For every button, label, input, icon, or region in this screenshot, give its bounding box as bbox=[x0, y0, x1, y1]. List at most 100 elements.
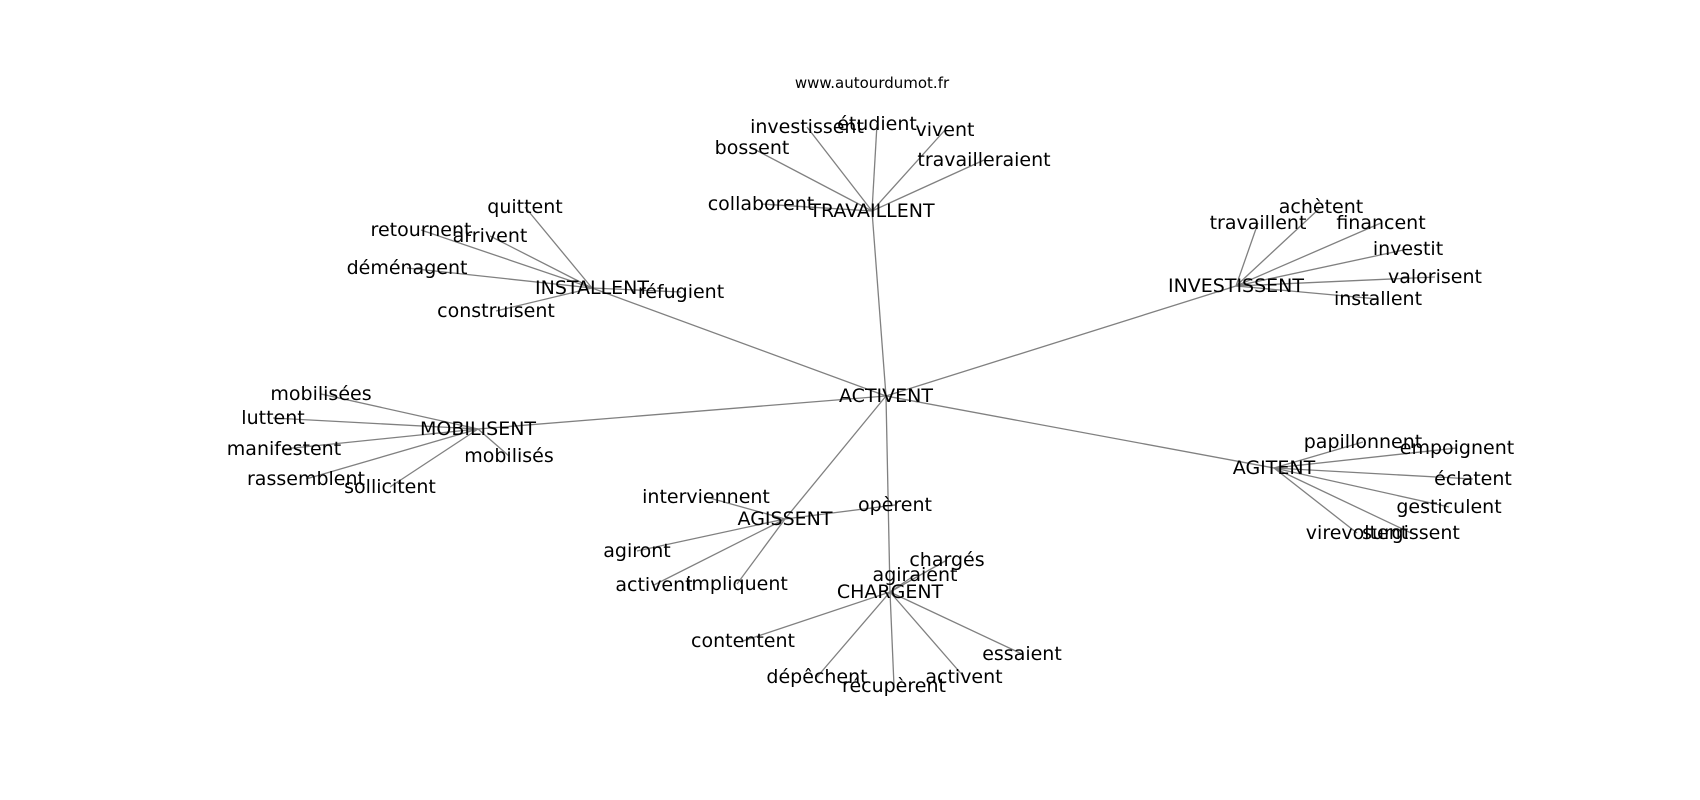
center-node: ACTIVENT bbox=[839, 385, 933, 407]
leaf-node: construisent bbox=[437, 300, 555, 322]
edge-hub-to-leaf bbox=[1235, 276, 1436, 287]
edge-hub-to-leaf bbox=[871, 129, 946, 212]
leaf-node: virevoltent bbox=[1306, 522, 1408, 544]
leaf-node: contentent bbox=[691, 630, 795, 652]
edge-hub-to-leaf bbox=[406, 267, 593, 289]
edge-hub-to-leaf bbox=[889, 591, 895, 687]
hub-node: INSTALLENT bbox=[535, 277, 649, 299]
leaf-node: travaillent bbox=[1210, 212, 1307, 234]
hub-node: AGISSENT bbox=[738, 508, 833, 530]
edge-hub-to-leaf bbox=[1235, 285, 1379, 300]
leaf-node: déménagent bbox=[347, 257, 468, 279]
edge-center-to-hub bbox=[871, 210, 887, 397]
edge-hub-to-leaf bbox=[784, 504, 896, 520]
leaf-node: rassemblent bbox=[247, 468, 365, 490]
watermark-text: www.autourdumot.fr bbox=[795, 74, 950, 92]
edge-hub-to-leaf bbox=[751, 147, 873, 212]
hub-node: CHARGENT bbox=[837, 581, 944, 603]
edge-hub-to-leaf bbox=[1273, 467, 1412, 534]
edge-hub-to-leaf bbox=[1235, 206, 1322, 287]
edge-hub-to-leaf bbox=[1235, 222, 1382, 287]
leaf-node: activent bbox=[925, 666, 1002, 688]
edge-hub-to-leaf bbox=[591, 287, 682, 293]
leaf-node: agiraient bbox=[873, 564, 958, 586]
edge-hub-to-leaf bbox=[389, 428, 479, 488]
edge-hub-to-leaf bbox=[871, 159, 985, 212]
leaf-node: mobilisés bbox=[464, 445, 554, 467]
edge-center-to-hub bbox=[885, 395, 891, 593]
leaf-node: investit bbox=[1373, 238, 1443, 260]
edge-center-to-hub bbox=[477, 395, 887, 430]
leaf-node: bossent bbox=[715, 137, 790, 159]
leaf-node: investissent bbox=[750, 116, 864, 138]
edge-hub-to-leaf bbox=[636, 518, 786, 552]
leaf-node: interviennent bbox=[642, 486, 770, 508]
leaf-node: activent bbox=[615, 574, 692, 596]
edge-hub-to-leaf bbox=[1273, 467, 1358, 534]
graph-edges bbox=[272, 123, 1474, 687]
edge-hub-to-leaf bbox=[889, 591, 1023, 655]
edge-center-to-hub bbox=[885, 395, 1275, 469]
edge-hub-to-leaf bbox=[806, 126, 873, 212]
edge-center-to-hub bbox=[591, 287, 887, 397]
edge-hub-to-leaf bbox=[283, 428, 479, 450]
leaf-node: gesticulent bbox=[1396, 496, 1501, 518]
leaf-node: valorisent bbox=[1388, 266, 1482, 288]
edge-hub-to-leaf bbox=[477, 428, 510, 457]
leaf-node: éclatent bbox=[1434, 468, 1512, 490]
edge-hub-to-leaf bbox=[653, 518, 786, 586]
leaf-node: travailleraient bbox=[917, 149, 1050, 171]
leaf-node: agiront bbox=[603, 540, 671, 562]
edge-hub-to-leaf bbox=[889, 591, 965, 678]
edge-hub-to-leaf bbox=[305, 428, 479, 480]
leaf-node: vivent bbox=[916, 119, 975, 141]
edge-hub-to-leaf bbox=[420, 229, 593, 289]
leaf-node: chargés bbox=[909, 549, 984, 571]
hub-node: AGITENT bbox=[1233, 457, 1316, 479]
edge-hub-to-leaf bbox=[489, 235, 593, 289]
graph-labels: ACTIVENTTRAVAILLENTinvestissentétudientv… bbox=[227, 113, 1514, 697]
leaf-node: empoignent bbox=[1400, 437, 1514, 459]
edge-hub-to-leaf bbox=[495, 287, 593, 312]
leaf-node: mobilisées bbox=[270, 383, 371, 405]
leaf-node: installent bbox=[1334, 288, 1422, 310]
leaf-node: étudient bbox=[837, 113, 917, 135]
edge-center-to-hub bbox=[784, 395, 887, 520]
edge-hub-to-leaf bbox=[705, 496, 786, 520]
leaf-node: collaborent bbox=[708, 193, 815, 215]
leaf-node: opèrent bbox=[858, 494, 932, 516]
leaf-node: financent bbox=[1336, 212, 1425, 234]
edge-hub-to-leaf bbox=[760, 203, 873, 212]
leaf-node: récupèrent bbox=[842, 675, 946, 697]
edge-hub-to-leaf bbox=[889, 559, 948, 593]
edge-hub-to-leaf bbox=[272, 417, 479, 430]
edge-hub-to-leaf bbox=[1235, 248, 1409, 287]
edge-hub-to-leaf bbox=[1273, 447, 1458, 469]
leaf-node: quittent bbox=[487, 196, 562, 218]
leaf-node: luttent bbox=[241, 407, 304, 429]
edge-hub-to-leaf bbox=[1273, 441, 1364, 469]
leaf-node: retournent bbox=[371, 219, 472, 241]
hub-node: MOBILISENT bbox=[420, 418, 536, 440]
edge-hub-to-leaf bbox=[816, 591, 891, 678]
leaf-node: sollicitent bbox=[344, 476, 436, 498]
leaf-node: réfugient bbox=[638, 281, 724, 303]
leaf-node: manifestent bbox=[227, 438, 341, 460]
edge-hub-to-leaf bbox=[1273, 467, 1474, 480]
leaf-node: dépêchent bbox=[766, 666, 867, 688]
edge-center-to-hub bbox=[885, 285, 1237, 397]
edge-hub-to-leaf bbox=[871, 123, 878, 212]
edge-hub-to-leaf bbox=[736, 518, 786, 585]
leaf-node: arrivent bbox=[453, 225, 528, 247]
hub-node: INVESTISSENT bbox=[1168, 275, 1304, 297]
edge-hub-to-leaf bbox=[1235, 222, 1259, 287]
edge-hub-to-leaf bbox=[889, 574, 916, 593]
edge-hub-to-leaf bbox=[742, 591, 891, 642]
leaf-node: essaient bbox=[982, 643, 1062, 665]
edge-hub-to-leaf bbox=[524, 206, 593, 289]
leaf-node: surgissent bbox=[1362, 522, 1460, 544]
leaf-node: impliquent bbox=[686, 573, 788, 595]
hub-node: TRAVAILLENT bbox=[808, 200, 935, 222]
edge-hub-to-leaf bbox=[1273, 467, 1450, 508]
